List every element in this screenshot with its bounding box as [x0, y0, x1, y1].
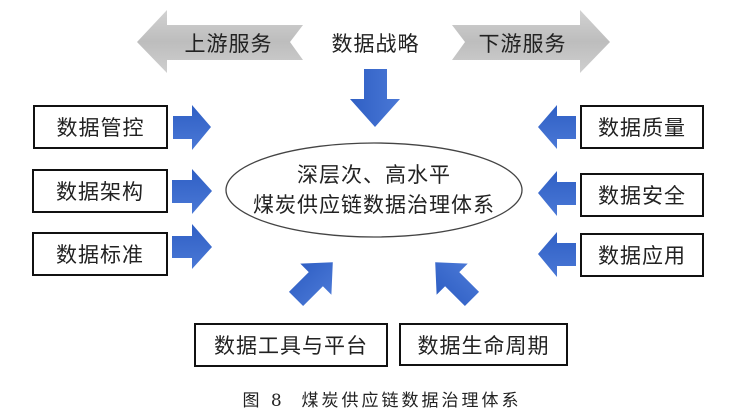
center-title-line-2: 煤炭供应链数据治理体系	[253, 193, 495, 217]
data-control-box: 数据管控	[33, 105, 168, 149]
data-quality-box: 数据质量	[580, 105, 704, 149]
downstream-service-label: 下游服务	[478, 31, 567, 56]
center-title: 深层次、高水平 煤炭供应链数据治理体系	[226, 160, 522, 220]
center-ellipse	[225, 142, 523, 238]
data-lifecycle-box: 数据生命周期	[399, 323, 568, 366]
bottom-arrow-icon-2	[435, 262, 480, 307]
data-strategy-label: 数据战略	[331, 31, 420, 56]
data-security-box: 数据安全	[580, 173, 704, 217]
figure-caption: 图 8 煤炭供应链数据治理体系	[242, 391, 522, 411]
upstream-arrow-icon	[137, 10, 303, 73]
center-title-line-1: 深层次、高水平	[297, 163, 451, 187]
data-architecture-box: 数据架构	[32, 169, 168, 213]
data-application-box: 数据应用	[580, 233, 704, 277]
right-arrow-icon-2	[538, 171, 576, 216]
left-arrow-icon-3	[172, 224, 212, 269]
right-arrow-icon-1	[538, 105, 576, 149]
upstream-service-label: 上游服务	[184, 31, 273, 56]
data-tools-platform-box: 数据工具与平台	[194, 323, 388, 367]
right-arrow-icon-3	[538, 232, 576, 277]
left-arrow-icon-2	[172, 169, 212, 214]
data-standard-box: 数据标准	[32, 232, 168, 276]
left-arrow-icon-1	[173, 105, 211, 150]
strategy-down-arrow-icon	[350, 69, 400, 127]
downstream-arrow-icon	[452, 10, 610, 73]
bottom-arrow-icon-1	[288, 262, 333, 307]
